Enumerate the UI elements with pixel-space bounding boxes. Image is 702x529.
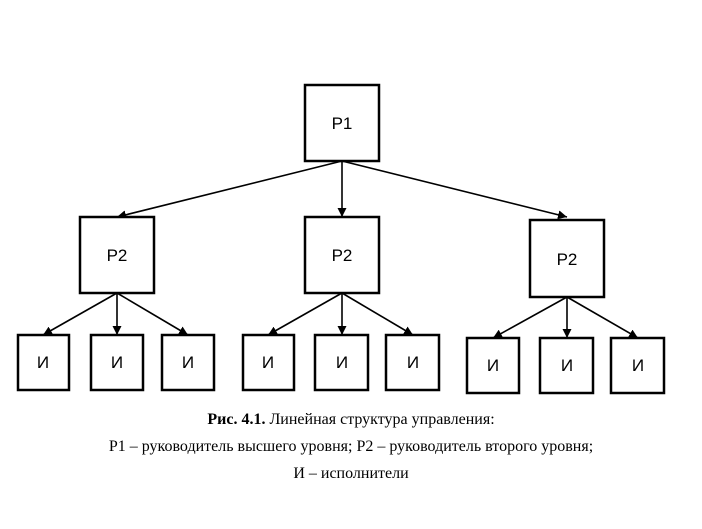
executor-label-2: И [111, 353, 123, 372]
connector-p2-center-i3 [341, 292, 414, 336]
connector-p2-left-i1 [42, 292, 118, 336]
node-middle-right: Р2 [528, 218, 606, 299]
executor-box-5 [313, 333, 370, 392]
figure-title: Линейная структура управления: [269, 411, 495, 428]
executor-nodes: И И И И И И И И И [16, 333, 666, 395]
executor-box-3 [160, 333, 216, 392]
connectors [42, 160, 639, 339]
executor-box-7 [465, 336, 521, 395]
node-middle-right-label: Р2 [557, 250, 578, 269]
executor-box-2 [89, 333, 145, 392]
connector-p1-p2-left [116, 160, 343, 220]
executor-label-6: И [407, 353, 419, 372]
executor-box-6 [384, 333, 441, 392]
node-middle-center-label: Р2 [332, 246, 353, 265]
executor-box-1 [16, 333, 71, 392]
node-top-box [303, 83, 381, 163]
executor-box-4 [241, 333, 296, 392]
executor-box-9 [609, 336, 666, 395]
connector-p2-right-i1 [492, 296, 568, 339]
connector-p1-p2-right [341, 160, 568, 220]
executor-label-7: И [487, 356, 499, 375]
node-middle-right-box [528, 218, 606, 299]
figure-number: Рис. 4.1. [207, 411, 266, 428]
connector-p2-left-i3 [116, 292, 189, 336]
executor-label-4: И [262, 353, 274, 372]
node-top-label: Р1 [332, 114, 353, 133]
connector-p2-right-i3 [566, 296, 639, 339]
executor-box-8 [538, 336, 595, 395]
executor-label-1: И [37, 353, 49, 372]
executor-label-9: И [632, 356, 644, 375]
figure-caption-legend-executors: И – исполнители [293, 465, 409, 482]
executor-label-5: И [336, 353, 348, 372]
node-middle-center: Р2 [303, 215, 381, 295]
node-middle-center-box [303, 215, 381, 295]
executor-label-3: И [182, 353, 194, 372]
node-top: Р1 [303, 83, 381, 163]
node-middle-left-box [78, 215, 156, 295]
executor-label-8: И [561, 356, 573, 375]
figure-caption-legend-managers: Р1 – руководитель высшего уровня; Р2 – р… [108, 438, 594, 455]
node-middle-left-label: Р2 [107, 246, 128, 265]
figure-caption-title: Рис. 4.1. Линейная структура управления: [0, 409, 702, 431]
node-middle-left: Р2 [78, 215, 156, 295]
connector-p2-center-i1 [267, 292, 343, 336]
